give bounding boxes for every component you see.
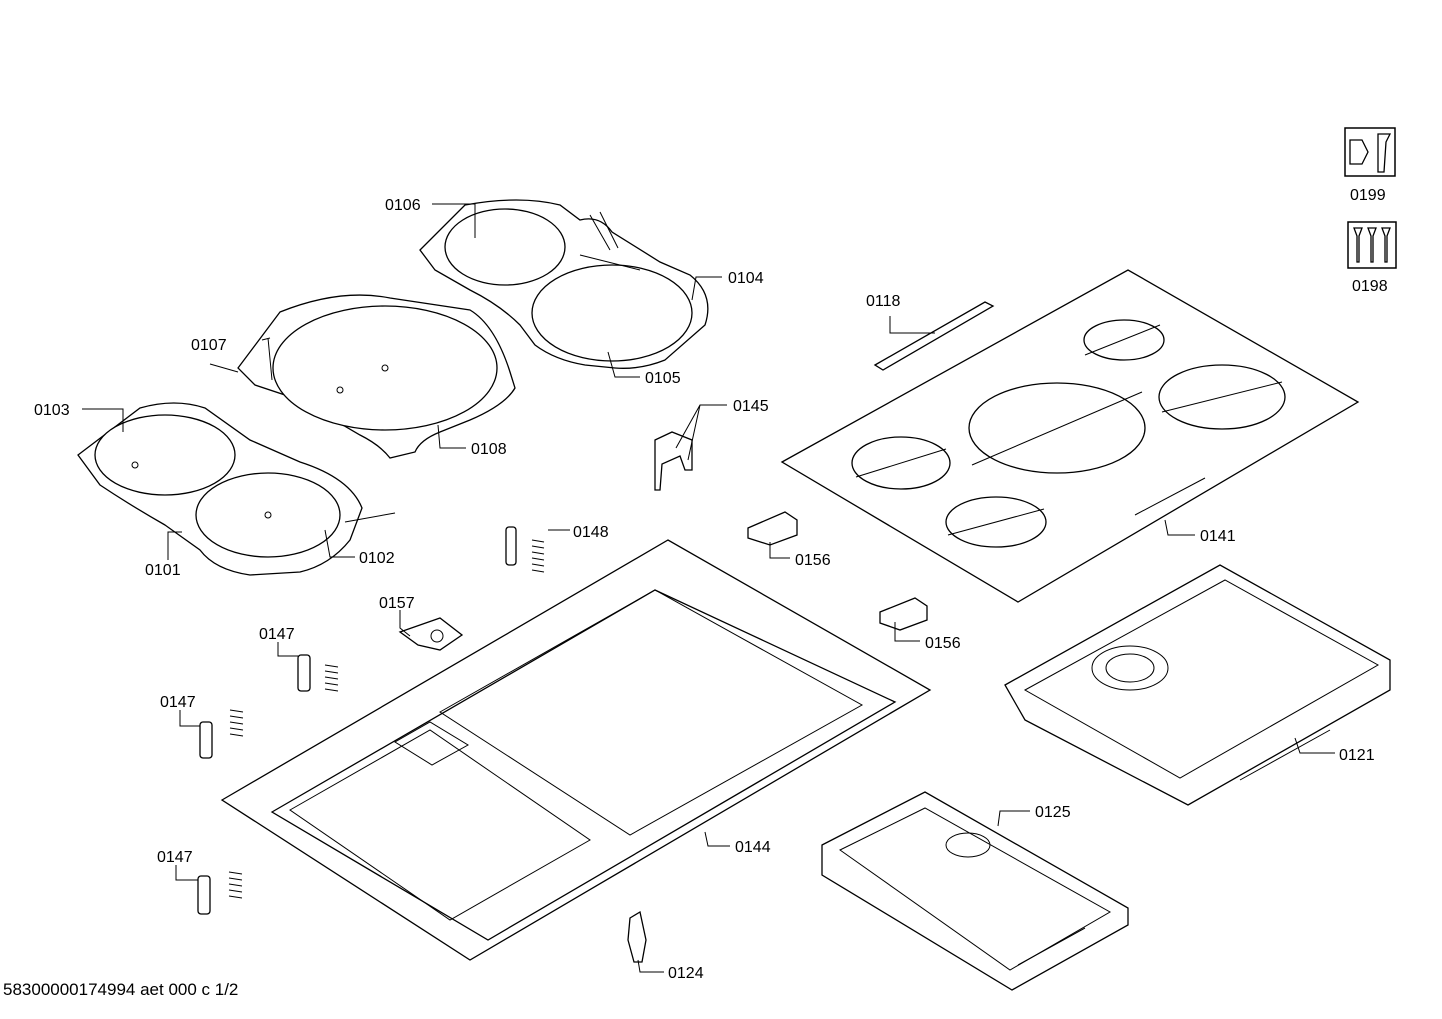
- label-0106: 0106: [385, 197, 421, 214]
- foot-0147-a: [297, 654, 339, 692]
- label-0118: 0118: [866, 293, 901, 310]
- label-0121: 0121: [1339, 747, 1375, 764]
- label-0125: 0125: [1035, 804, 1071, 821]
- coil-carrier-0104: [419, 199, 709, 369]
- clip-0156-lower: [879, 597, 928, 631]
- label-0147-c: 0147: [157, 849, 193, 866]
- label-0124: 0124: [668, 965, 704, 982]
- foot-0147-b: [199, 709, 244, 759]
- label-0144: 0144: [735, 839, 771, 856]
- label-0108: 0108: [471, 441, 507, 458]
- rivet-0124: [627, 910, 647, 963]
- label-0156-lower: 0156: [925, 635, 961, 652]
- label-0145: 0145: [733, 398, 769, 415]
- main-frame-0144: [220, 539, 932, 961]
- bracket-0145: [654, 431, 693, 491]
- coil-carrier-0101: [77, 402, 396, 576]
- board-carrier-0125: [821, 791, 1129, 991]
- screws-icon: [1347, 221, 1397, 269]
- label-0147-b: 0147: [160, 694, 196, 711]
- coil-plate-0108: [237, 294, 516, 459]
- electronics-housing-0121: [1004, 564, 1391, 806]
- label-0101: 0101: [145, 562, 181, 579]
- glass-top-0141: [780, 269, 1360, 603]
- document-footer: 58300000174994 aet 000 c 1/2: [3, 980, 239, 999]
- hex-nut-and-wrench-icon: [1344, 127, 1396, 177]
- leader-lines: [82, 203, 1335, 973]
- label-0157: 0157: [379, 595, 415, 612]
- label-0105: 0105: [645, 370, 681, 387]
- label-0198: 0198: [1352, 278, 1388, 295]
- label-0156-upper: 0156: [795, 552, 831, 569]
- foot-0147-c: [197, 871, 243, 915]
- label-0103: 0103: [34, 402, 70, 419]
- seal-strip-0118: [873, 301, 995, 371]
- clip-0156-upper: [747, 511, 798, 546]
- label-0104: 0104: [728, 270, 764, 287]
- label-0107: 0107: [191, 337, 227, 354]
- foot-0148: [505, 526, 545, 573]
- label-0141: 0141: [1200, 528, 1236, 545]
- label-0148: 0148: [573, 524, 609, 541]
- label-0147-a: 0147: [259, 626, 295, 643]
- fan-clip-0157: [398, 617, 464, 651]
- label-0102: 0102: [359, 550, 395, 567]
- label-0199: 0199: [1350, 187, 1386, 204]
